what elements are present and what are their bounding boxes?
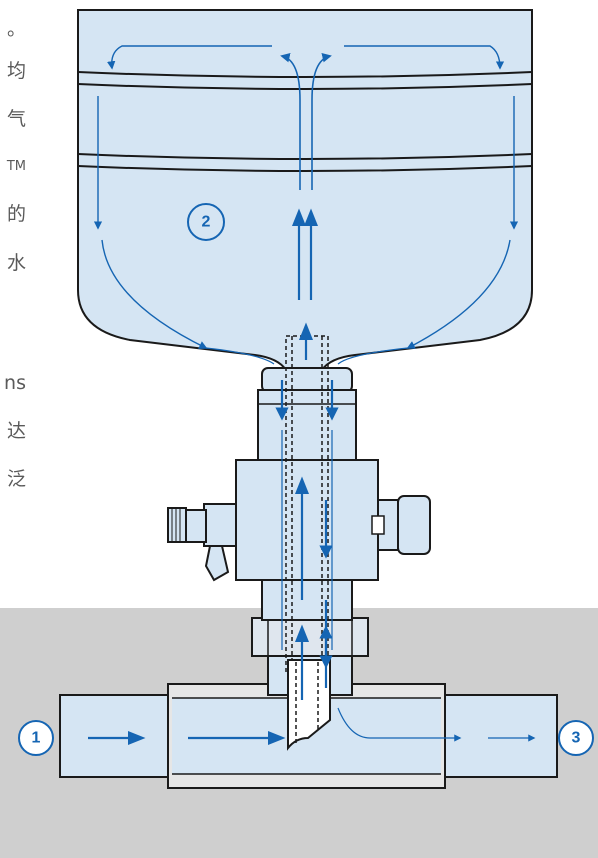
tank-neck xyxy=(257,367,357,461)
flow-arrows xyxy=(88,45,536,746)
water-tank xyxy=(77,9,533,371)
side-text-9: 泛 xyxy=(6,468,26,490)
side-text-6: 水 xyxy=(6,252,26,274)
side-text-4: TM xyxy=(6,159,26,174)
badge-outlet: 3 xyxy=(558,720,594,756)
side-text-1: 。 xyxy=(6,18,26,40)
badge-inlet: 1 xyxy=(18,720,54,756)
drain-valve-left xyxy=(167,503,237,582)
side-text-8: 达 xyxy=(6,420,26,442)
outlet-arrow-1 xyxy=(337,707,462,742)
valve-body xyxy=(235,459,379,621)
side-text-3: 气 xyxy=(6,108,26,130)
gauge-port-right xyxy=(371,495,431,555)
dip-tube xyxy=(287,659,331,751)
badge-tank: 2 xyxy=(187,203,225,241)
side-text-2: 均 xyxy=(6,60,26,82)
svg-text:1: 1 xyxy=(32,730,41,747)
side-text-5: 的 xyxy=(6,203,26,225)
side-text-7: ns xyxy=(4,372,26,394)
svg-text:3: 3 xyxy=(572,730,581,747)
svg-text:2: 2 xyxy=(202,214,211,231)
